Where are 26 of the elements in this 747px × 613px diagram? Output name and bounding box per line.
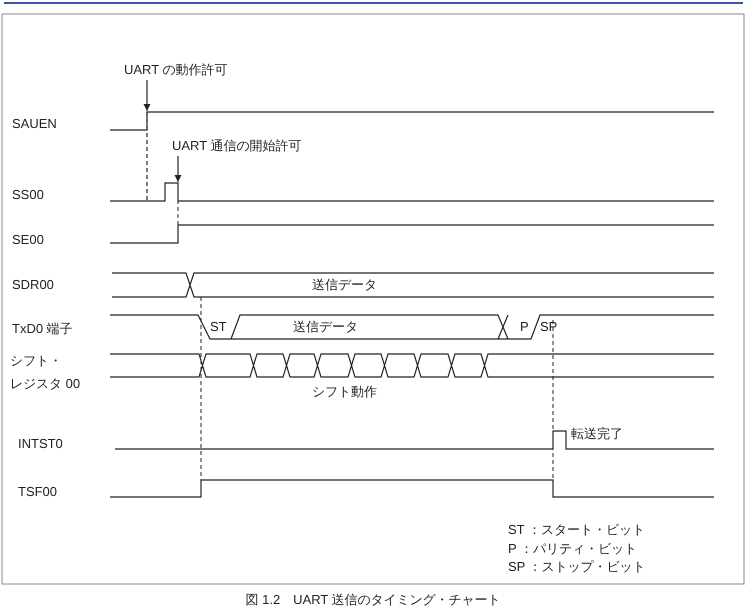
signal-name: シフト・レジスタ 00 bbox=[10, 352, 82, 393]
bit-label: SP bbox=[540, 319, 558, 335]
arrow bbox=[174, 156, 182, 182]
waveform bbox=[110, 111, 714, 131]
annotation-text: UART の動作許可 bbox=[124, 62, 228, 78]
signal-name: SE00 bbox=[12, 232, 44, 248]
signal-name: SDR00 bbox=[12, 277, 54, 293]
signal-name: TSF00 bbox=[18, 484, 58, 500]
bit-label: ST bbox=[210, 319, 227, 335]
legend-note: ST ：スタート・ビット bbox=[508, 522, 645, 538]
dashed-connector bbox=[146, 112, 148, 201]
bit-label: P bbox=[520, 319, 529, 335]
arrow bbox=[144, 80, 150, 111]
signal-name: SAUEN bbox=[12, 116, 57, 132]
event-label: 転送完了 bbox=[571, 426, 623, 442]
signal-name: TxD0 端子 bbox=[12, 321, 73, 337]
legend-note: P ：パリティ・ビット bbox=[508, 541, 638, 557]
caption: 図 1.2 UART 送信のタイミング・チャート bbox=[246, 592, 501, 608]
data-label: 送信データ bbox=[312, 277, 377, 293]
data-label: シフト動作 bbox=[312, 384, 377, 400]
annotation-text: UART 通信の開始許可 bbox=[172, 138, 302, 154]
signal-name: INTST0 bbox=[18, 436, 63, 452]
legend-note: SP ：ストップ・ビット bbox=[508, 559, 646, 575]
signal-name: SS00 bbox=[12, 187, 44, 203]
data-label: 送信データ bbox=[293, 319, 358, 335]
waveform bbox=[110, 182, 714, 202]
